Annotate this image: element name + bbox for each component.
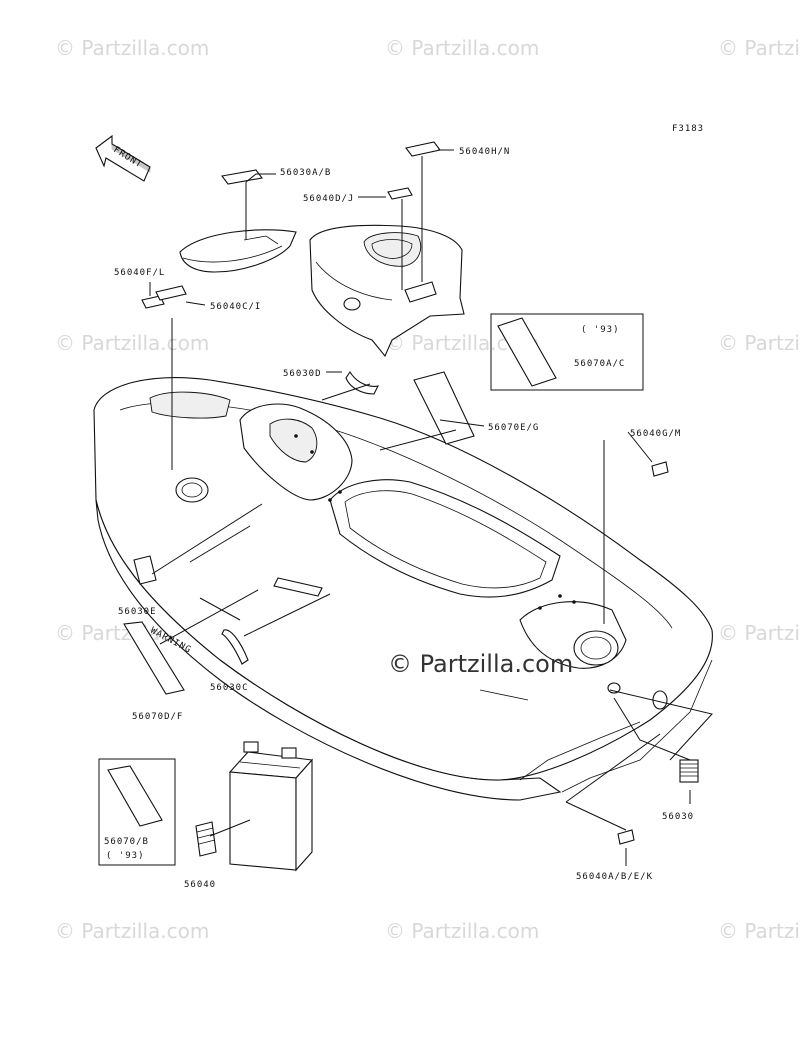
- watermark: © Partzilla.com: [718, 331, 800, 355]
- center-watermark: © Partzilla.com: [388, 650, 573, 678]
- watermark: © Partzilla.com: [385, 919, 539, 943]
- callout-56030E: 56030E: [118, 607, 157, 617]
- sticker-56030: [679, 759, 699, 783]
- watermark: © Partzilla.com: [55, 919, 209, 943]
- battery-part: [228, 741, 314, 872]
- figure-code: F3183: [672, 124, 704, 134]
- callout-56070AC: 56070A/C: [574, 359, 625, 369]
- callout-56030D: 56030D: [283, 369, 322, 379]
- callout-56040HN: 56040H/N: [459, 147, 510, 157]
- watermark: © Partzilla.com: [385, 36, 539, 60]
- callout-56070EG: 56070E/G: [488, 423, 539, 433]
- seat-cover-part: [179, 169, 297, 273]
- sticker-56070EG: [413, 371, 475, 445]
- inset-box-93-top: [490, 313, 644, 391]
- callout-56030: 56030: [662, 812, 694, 822]
- callout-56070B: 56070/B: [104, 837, 149, 847]
- sticker-56040: [195, 821, 217, 857]
- callout-labels: 56030A/B 56040H/N 56040D/J 56040F/L 5604…: [104, 147, 694, 890]
- callout-56070DF: 56070D/F: [132, 712, 183, 722]
- callout-56040ABEK: 56040A/B/E/K: [576, 872, 653, 882]
- front-arrow-icon: FRONT: [95, 134, 151, 182]
- watermark: © Partzilla.com: [718, 919, 800, 943]
- watermark: © Partzilla.com: [55, 36, 209, 60]
- watermarks: © Partzilla.com © Partzilla.com © Partzi…: [55, 36, 800, 943]
- sticker-56030E: [133, 555, 157, 585]
- callout-56030AB: 56030A/B: [280, 168, 331, 178]
- watermark: © Partzilla.com: [718, 36, 800, 60]
- year-93-top: ( '93): [581, 325, 620, 335]
- small-labels-left: [141, 285, 379, 395]
- watermark: © Partzilla.com: [55, 331, 209, 355]
- inset-box-93-bottom: [98, 758, 176, 866]
- callout-56040: 56040: [184, 880, 216, 890]
- callout-56040GM: 56040G/M: [630, 429, 681, 439]
- callout-56040DJ: 56040D/J: [303, 194, 354, 204]
- callout-56030C: 56030C: [210, 683, 249, 693]
- sticker-56030C: [221, 629, 249, 665]
- leader-lines: [149, 149, 713, 866]
- year-93-bottom: ( '93): [106, 851, 145, 861]
- callout-56040CI: 56040C/I: [210, 302, 261, 312]
- sticker-56040GM: [651, 461, 669, 477]
- callout-56040FL: 56040F/L: [114, 268, 165, 278]
- watermark: © Partzilla.com: [718, 621, 800, 645]
- hood-part: [309, 141, 465, 358]
- hull-body: [93, 377, 713, 801]
- sticker-56040ABEK: [617, 829, 635, 845]
